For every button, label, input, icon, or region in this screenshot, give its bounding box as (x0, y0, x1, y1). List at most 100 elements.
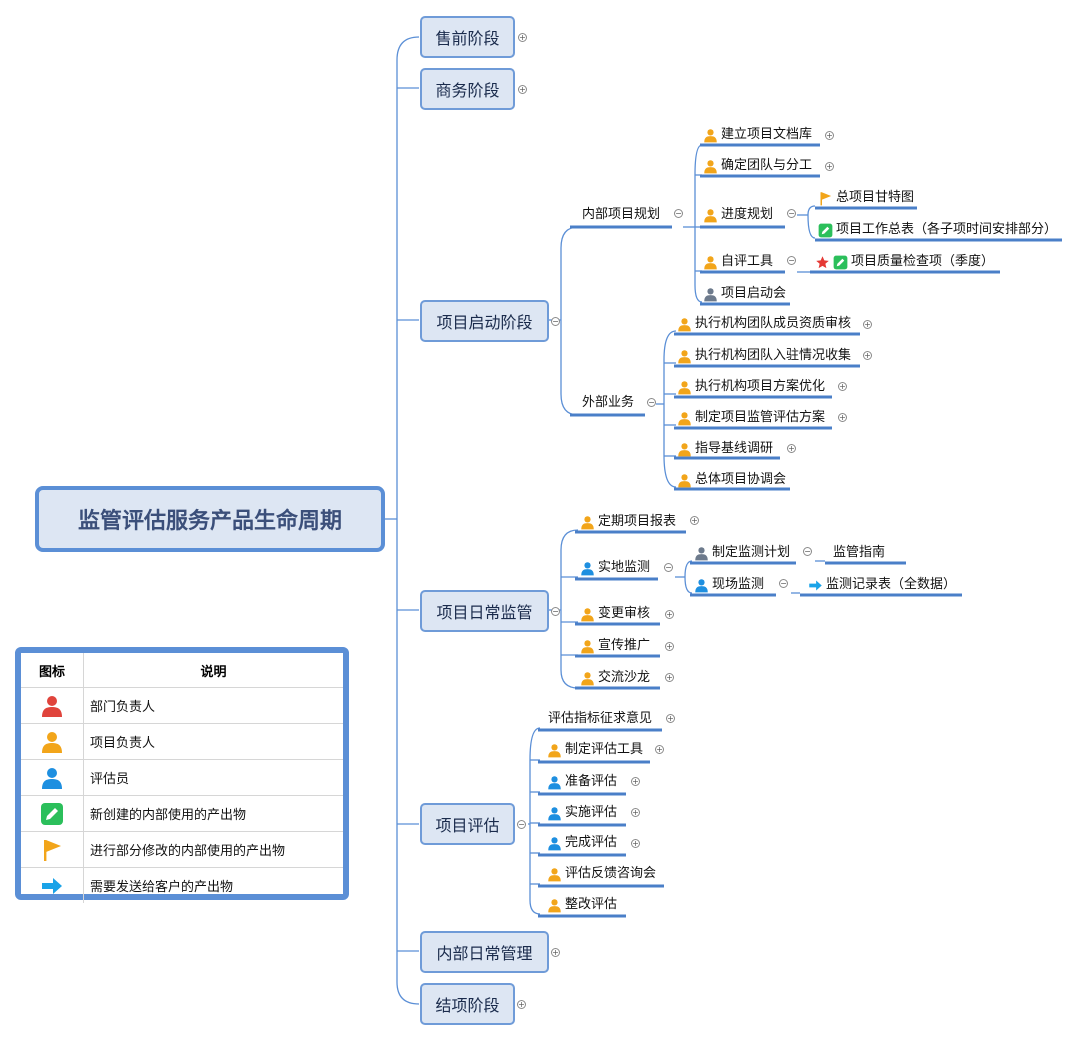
person-orange-icon (580, 639, 595, 654)
node-promo[interactable]: 宣传推广 (580, 638, 650, 654)
expand-archive-icon[interactable]: + (825, 131, 834, 140)
stage-kickoff[interactable]: 项目启动阶段 (420, 300, 549, 342)
collapse-field-plan-icon[interactable]: − (803, 547, 812, 556)
node-field-plan[interactable]: 制定监测计划 (694, 545, 790, 561)
expand-optimize-icon[interactable]: + (838, 382, 847, 391)
expand-salon-icon[interactable]: + (665, 673, 674, 682)
node-quality-check[interactable]: 项目质量检查项（季度） (815, 254, 994, 270)
person-blue-icon (547, 836, 562, 851)
person-blue-icon (580, 561, 595, 576)
pencil-green-icon (833, 255, 848, 270)
node-team[interactable]: 确定团队与分工 (703, 158, 812, 174)
collapse-external-icon[interactable]: − (647, 398, 656, 407)
node-eval-complete[interactable]: 完成评估 (547, 835, 617, 851)
legend-row-label: 评估员 (83, 759, 343, 796)
node-self-eval[interactable]: 自评工具 (703, 254, 773, 270)
expand-opinion-icon[interactable]: + (666, 714, 675, 723)
node-external[interactable]: 外部业务 (582, 395, 635, 410)
legend-row-label: 项目负责人 (83, 723, 343, 760)
expand-promo-icon[interactable]: + (665, 642, 674, 651)
node-qualification[interactable]: 执行机构团队成员资质审核 (677, 316, 851, 332)
node-schedule[interactable]: 进度规划 (703, 207, 773, 223)
node-baseline[interactable]: 指导基线调研 (677, 441, 773, 457)
expand-presale-icon[interactable]: + (518, 33, 527, 42)
person-orange-icon (547, 898, 562, 913)
arrow-blue-icon (40, 874, 64, 898)
expand-onboarding-icon[interactable]: + (863, 351, 872, 360)
person-gray-icon (703, 287, 718, 302)
collapse-kickoff-icon[interactable]: − (551, 317, 560, 326)
person-blue-icon (694, 578, 709, 593)
person-orange-icon (703, 159, 718, 174)
node-onboarding[interactable]: 执行机构团队入驻情况收集 (677, 348, 851, 364)
stage-closing[interactable]: 结项阶段 (420, 983, 515, 1025)
node-internal-planning[interactable]: 内部项目规划 (582, 207, 661, 222)
expand-business-icon[interactable]: + (518, 85, 527, 94)
expand-report-icon[interactable]: + (690, 516, 699, 525)
pencil-green-icon (818, 223, 833, 238)
stage-presale[interactable]: 售前阶段 (420, 16, 515, 58)
node-field-onsite[interactable]: 现场监测 (694, 577, 764, 593)
collapse-self-eval-icon[interactable]: − (787, 256, 796, 265)
legend-row-label: 需要发送给客户的产出物 (90, 880, 234, 895)
node-kickoff-meeting[interactable]: 项目启动会 (703, 286, 786, 302)
flag-orange-icon (818, 191, 833, 206)
expand-qualification-icon[interactable]: + (863, 320, 872, 329)
node-eval-tool[interactable]: 制定评估工具 (547, 742, 643, 758)
person-orange-icon (40, 730, 64, 754)
collapse-schedule-icon[interactable]: − (787, 209, 796, 218)
legend-row-label: 进行部分修改的内部使用的产出物 (83, 831, 343, 868)
node-field-record[interactable]: 监测记录表（全数据） (808, 577, 956, 593)
collapse-evaluation-icon[interactable]: − (517, 820, 526, 829)
node-gantt[interactable]: 总项目甘特图 (818, 190, 914, 206)
person-orange-icon (703, 255, 718, 270)
expand-eval-complete-icon[interactable]: + (631, 839, 640, 848)
root-topic[interactable]: 监管评估服务产品生命周期 (35, 486, 385, 552)
expand-eval-prepare-icon[interactable]: + (631, 777, 640, 786)
collapse-internal-planning-icon[interactable]: − (674, 209, 683, 218)
node-field[interactable]: 实地监测 (580, 560, 650, 576)
person-orange-icon (580, 671, 595, 686)
legend-row: 项目负责人 (21, 723, 343, 760)
person-orange-icon (677, 411, 692, 426)
node-field-guide[interactable]: 监管指南 (833, 545, 886, 560)
person-orange-icon (580, 607, 595, 622)
node-work-summary[interactable]: 项目工作总表（各子项时间安排部分） (818, 222, 1057, 238)
node-coordination[interactable]: 总体项目协调会 (677, 472, 786, 488)
collapse-field-icon[interactable]: − (664, 563, 673, 572)
collapse-daily-icon[interactable]: − (551, 607, 560, 616)
legend-row-label: 新创建的内部使用的产出物 (83, 795, 343, 832)
person-orange-icon (677, 317, 692, 332)
person-red-icon (40, 694, 64, 718)
expand-team-icon[interactable]: + (825, 162, 834, 171)
node-eval-rectify[interactable]: 整改评估 (547, 897, 617, 913)
node-eval-prepare[interactable]: 准备评估 (547, 774, 617, 790)
stage-business[interactable]: 商务阶段 (420, 68, 515, 110)
expand-closing-icon[interactable]: + (517, 1000, 526, 1009)
stage-evaluation[interactable]: 项目评估 (420, 803, 515, 845)
stage-daily[interactable]: 项目日常监管 (420, 590, 549, 632)
node-eval-feedback[interactable]: 评估反馈咨询会 (547, 866, 656, 882)
person-orange-icon (677, 442, 692, 457)
node-eval-execute[interactable]: 实施评估 (547, 805, 617, 821)
node-opinion[interactable]: 评估指标征求意见 (548, 711, 653, 726)
expand-change-icon[interactable]: + (665, 610, 674, 619)
person-orange-icon (703, 208, 718, 223)
expand-eval-tool-icon[interactable]: + (655, 745, 664, 754)
node-salon[interactable]: 交流沙龙 (580, 670, 650, 686)
node-archive[interactable]: 建立项目文档库 (703, 127, 812, 143)
node-report[interactable]: 定期项目报表 (580, 514, 676, 530)
expand-baseline-icon[interactable]: + (787, 444, 796, 453)
node-optimize[interactable]: 执行机构项目方案优化 (677, 379, 825, 395)
collapse-field-onsite-icon[interactable]: − (779, 579, 788, 588)
expand-internal-icon[interactable]: + (551, 948, 560, 957)
person-blue-icon (40, 766, 64, 790)
person-orange-icon (677, 473, 692, 488)
node-plan[interactable]: 制定项目监管评估方案 (677, 410, 825, 426)
arrow-blue-icon (808, 578, 823, 593)
legend-header-desc: 说明 (83, 653, 343, 688)
expand-eval-execute-icon[interactable]: + (631, 808, 640, 817)
expand-plan-icon[interactable]: + (838, 413, 847, 422)
stage-internal[interactable]: 内部日常管理 (420, 931, 549, 973)
node-change[interactable]: 变更审核 (580, 606, 650, 622)
